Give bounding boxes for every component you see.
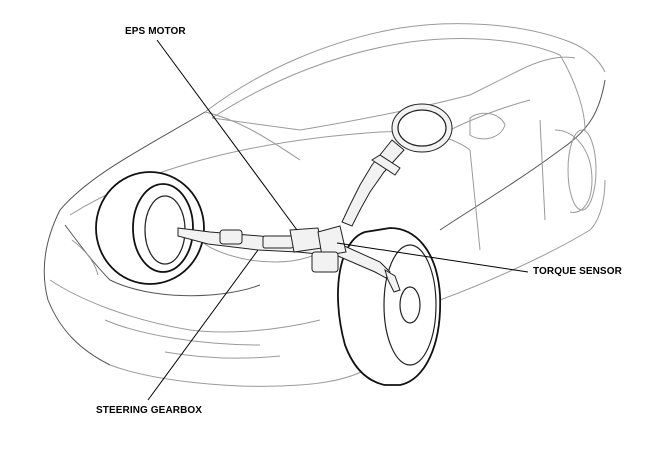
torque-sensor-label: TORQUE SENSOR <box>533 266 622 277</box>
eps-motor-label: EPS MOTOR <box>125 26 186 37</box>
steering-column <box>341 103 453 227</box>
steering-gearbox-label: STEERING GEARBOX <box>96 405 203 416</box>
front-left-wheel <box>95 171 205 285</box>
steering-gearbox <box>177 225 401 293</box>
eps-motor-leader <box>156 39 298 231</box>
steering-gearbox-leader <box>147 249 259 401</box>
torque-sensor-leader <box>336 242 529 273</box>
